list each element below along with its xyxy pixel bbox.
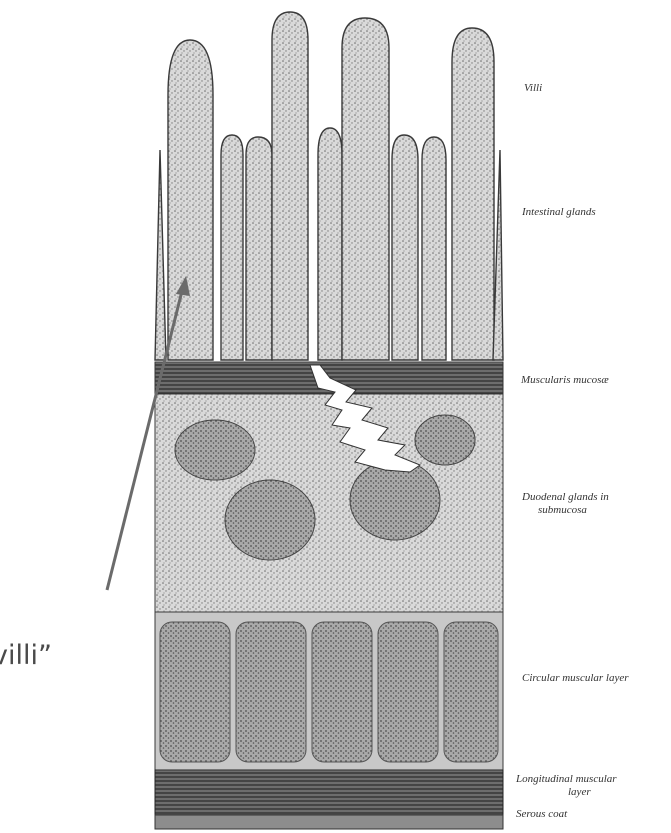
villus-4 xyxy=(272,12,308,360)
label-serous-coat: Serous coat xyxy=(516,808,567,820)
callout-villi-text: villi” xyxy=(0,640,52,671)
label-muscularis-mucosae: Muscularis mucosæ xyxy=(521,374,609,386)
villus-9 xyxy=(452,28,494,360)
label-longitudinal-muscular-line2: layer xyxy=(568,786,591,798)
label-duodenal-glands-line1: Duodenal glands in xyxy=(522,491,609,503)
villus-7 xyxy=(392,135,418,360)
villus-3 xyxy=(246,137,272,360)
villus-8 xyxy=(422,137,446,360)
villus-2 xyxy=(221,135,243,360)
villus-1 xyxy=(168,40,213,360)
villi-group xyxy=(155,12,503,360)
longitudinal-muscular-layer xyxy=(155,770,503,815)
serous-coat xyxy=(155,815,503,829)
label-duodenal-glands-line2: submucosa xyxy=(538,504,587,516)
villus-edge-left xyxy=(155,150,166,360)
label-longitudinal-muscular-line1: Longitudinal muscular xyxy=(516,773,617,785)
label-intestinal-glands: Intestinal glands xyxy=(522,206,596,218)
villus-6 xyxy=(342,18,389,360)
label-circular-muscular-layer: Circular muscular layer xyxy=(522,672,629,684)
villus-5 xyxy=(318,128,342,360)
muscle-bundles xyxy=(160,622,498,762)
label-villi: Villi xyxy=(524,82,542,94)
